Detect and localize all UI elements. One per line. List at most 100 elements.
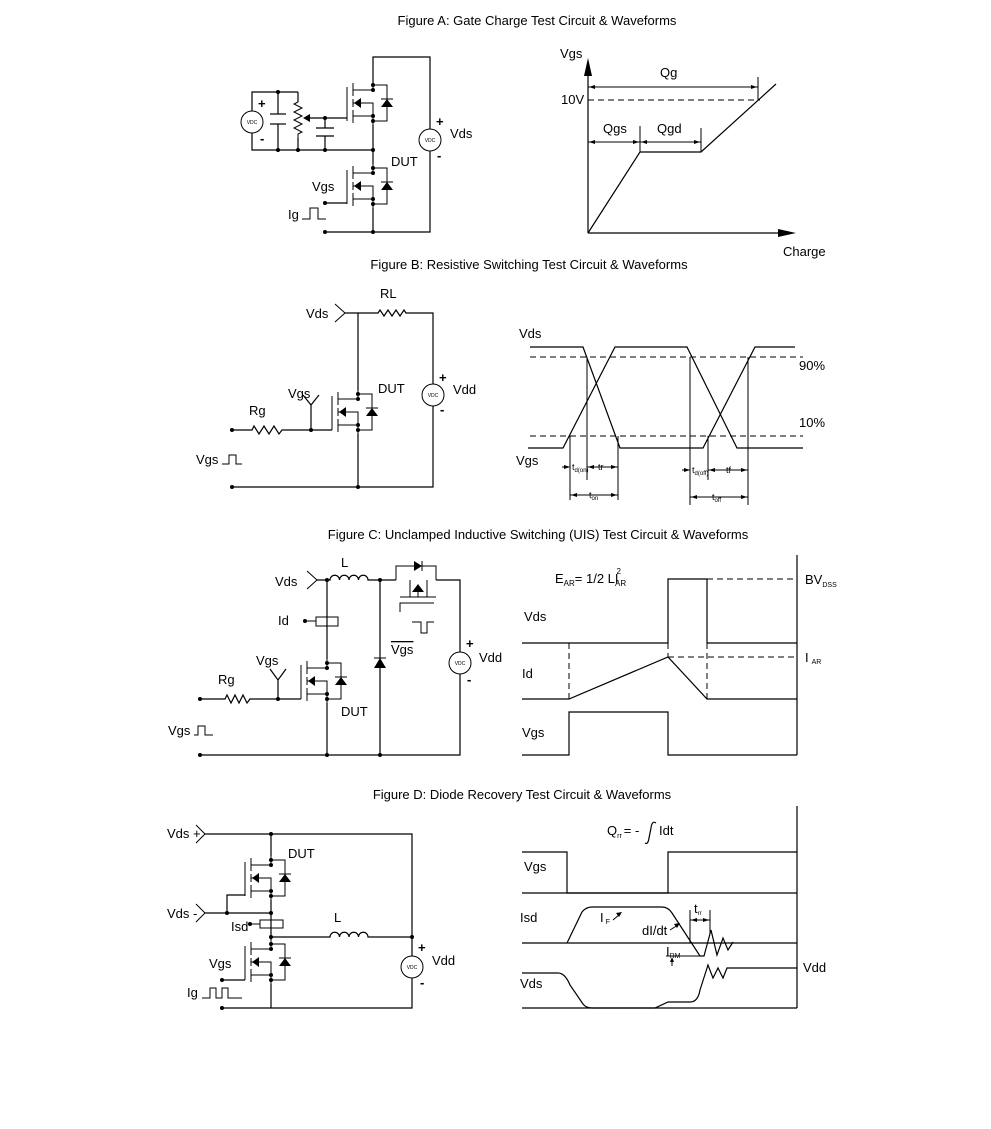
- vdc-label: VDC: [428, 393, 439, 399]
- minus-label: -: [420, 975, 424, 990]
- pulse-icon: [222, 454, 242, 465]
- qg-label: Qg: [660, 65, 677, 80]
- dut-mosfet-symbol: [331, 389, 379, 435]
- vdc-source-icon: [448, 651, 472, 675]
- dut-label: DUT: [378, 381, 405, 396]
- dut-mosfet-symbol: [300, 658, 348, 704]
- upper-mosfet-symbol: [346, 80, 394, 126]
- vdc-label: VDC: [407, 965, 418, 971]
- plus-label: +: [436, 114, 444, 129]
- ig-label: Ig: [288, 207, 299, 222]
- figure-c-title: Figure C: Unclamped Inductive Switching …: [328, 527, 749, 542]
- vds-label: Vds: [519, 326, 542, 341]
- vgs-bar-label: Vgs: [391, 642, 414, 657]
- figure-b-title: Figure B: Resistive Switching Test Circu…: [370, 257, 688, 272]
- isd-label: Isd: [231, 919, 248, 934]
- l-label: L: [341, 555, 348, 570]
- vgs-pulse-label: Vgs: [168, 723, 191, 738]
- dut-mosfet-symbol: [346, 163, 394, 209]
- dut-label: DUT: [288, 846, 315, 861]
- qrr-formula: Qrr= -: [607, 823, 639, 840]
- vdc-label: VDC: [425, 138, 436, 144]
- plus-label: +: [258, 96, 266, 111]
- vds-label: Vds: [450, 126, 473, 141]
- vdc-source-icon: [418, 128, 442, 152]
- l-label: L: [334, 910, 341, 925]
- minus-label: -: [467, 672, 471, 687]
- dut-mosfet-symbol: [244, 855, 292, 901]
- ig-label: Ig: [187, 985, 198, 1000]
- x-axis-label: Charge: [783, 244, 826, 259]
- vds-label: Vds: [520, 976, 543, 991]
- figure-a-title: Figure A: Gate Charge Test Circuit & Wav…: [398, 13, 677, 28]
- 10-percent-label: 10%: [799, 415, 825, 430]
- td-on-label: td(on): [572, 462, 589, 474]
- vds-plus-label: Vds +: [167, 826, 201, 841]
- inverted-pulse-icon: [399, 602, 434, 634]
- pulse-icon: [302, 207, 326, 220]
- arrow-up-icon: [584, 58, 592, 76]
- pulse-icon: [202, 987, 242, 999]
- qgd-label: Qgd: [657, 121, 682, 136]
- tr-label: tr: [598, 462, 604, 472]
- vdd-label: Vdd: [479, 650, 502, 665]
- figure-d-title: Figure D: Diode Recovery Test Circuit & …: [373, 787, 672, 802]
- vgs-label: Vgs: [516, 453, 539, 468]
- 90-percent-label: 90%: [799, 358, 825, 373]
- minus-label: -: [440, 402, 444, 417]
- vdc-label: VDC: [455, 661, 466, 667]
- isd-label: Isd: [520, 910, 537, 925]
- level-label: 10V: [561, 92, 584, 107]
- qgs-label: Qgs: [603, 121, 627, 136]
- vgs-label: Vgs: [209, 956, 232, 971]
- vdc-label: VDC: [247, 120, 258, 126]
- gate-charge-waveform: Vgs Charge 10V Qg Qgs Qgd: [560, 46, 826, 259]
- vdd-label: Vdd: [453, 382, 476, 397]
- plus-label: +: [418, 940, 426, 955]
- id-label: Id: [522, 666, 533, 681]
- vdc-source-icon: [421, 383, 445, 407]
- uis-circuit: VDC L Vds Id Vgs Vgs Rg DUT Vgs + - Vdd: [168, 555, 502, 757]
- integral-icon: [644, 821, 657, 845]
- vgs-label: Vgs: [522, 725, 545, 740]
- pulse-icon: [194, 725, 213, 736]
- vgs-label: Vgs: [256, 653, 279, 668]
- vgs-pulse-label: Vgs: [196, 452, 219, 467]
- vds-label: Vds: [524, 609, 547, 624]
- minus-label: -: [260, 131, 264, 146]
- vgs-label: Vgs: [288, 386, 311, 401]
- vdd-label: Vdd: [432, 953, 455, 968]
- vdd-label: Vdd: [803, 960, 826, 975]
- vgs-label: Vgs: [312, 179, 335, 194]
- vdc-source-icon: [400, 955, 424, 979]
- ton-label: ton: [589, 490, 598, 502]
- vdc-source-icon: [240, 110, 264, 134]
- diode-recovery-circuit: VDC Vds + Vds - DUT Isd L Vgs Ig + - Vdd: [167, 824, 455, 1010]
- bvdss-label: BVDSS: [805, 572, 837, 589]
- rg-label: Rg: [249, 403, 266, 418]
- lower-mosfet-symbol: [244, 939, 292, 985]
- dut-label: DUT: [391, 154, 418, 169]
- didt-label: dI/dt: [642, 923, 668, 938]
- irm-label: IRM: [666, 944, 681, 960]
- vds-label: Vds: [306, 306, 329, 321]
- toff-label: toff: [712, 492, 721, 504]
- dut-label: DUT: [341, 704, 368, 719]
- resistive-switching-waveform: Vds Vgs 90% 10% td(on) tr ton td(off) tf…: [516, 326, 825, 505]
- minus-label: -: [437, 148, 441, 163]
- id-label: Id: [278, 613, 289, 628]
- resistive-switching-circuit: VDC Vds RL DUT Vgs Rg Vgs + - Vdd: [196, 286, 476, 489]
- rl-label: RL: [380, 286, 397, 301]
- plus-label: +: [439, 370, 447, 385]
- integral-label: Idt: [659, 823, 674, 838]
- td-off-label: td(off): [692, 465, 708, 477]
- rg-label: Rg: [218, 672, 235, 687]
- y-axis-label: Vgs: [560, 46, 583, 61]
- vgs-label: Vgs: [524, 859, 547, 874]
